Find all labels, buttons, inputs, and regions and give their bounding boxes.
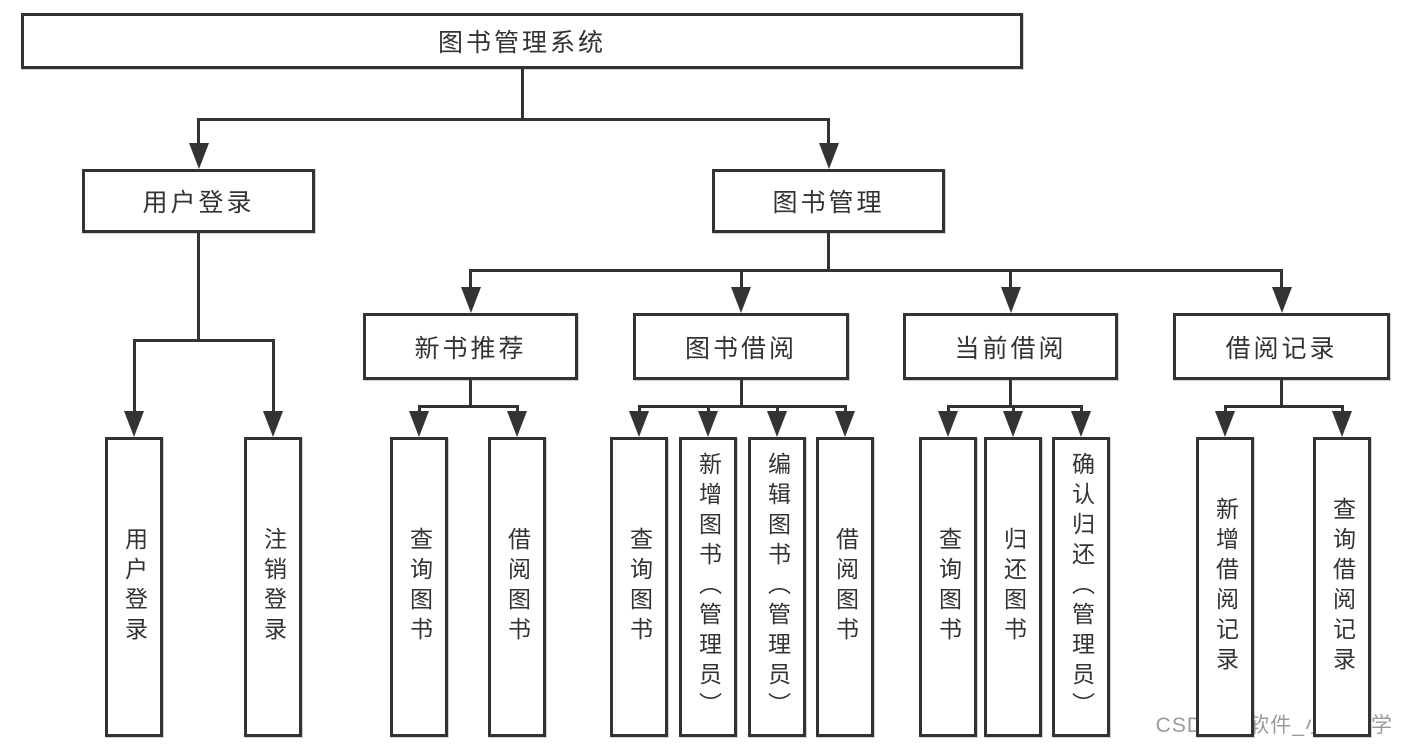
- node-user-login: 用户登录: [82, 169, 315, 233]
- connector-line: [1009, 380, 1012, 406]
- node-label-root: 图书管理系统: [437, 29, 606, 57]
- connector-line: [1011, 406, 1015, 413]
- connector-line: [1280, 380, 1283, 406]
- connector-line: [417, 404, 519, 408]
- node-label-leaf-add-borrow-record: 新增借阅记录: [1212, 497, 1239, 677]
- arrowhead-down-icon: [188, 143, 209, 169]
- connector-line: [946, 406, 950, 413]
- node-book-mgmt: 图书管理: [712, 169, 945, 233]
- connector-line: [1223, 406, 1227, 413]
- arrowhead-down-icon: [835, 411, 855, 437]
- arrowhead-down-icon: [124, 411, 144, 437]
- node-root: 图书管理系统: [21, 13, 1023, 69]
- node-borrow-records: 借阅记录: [1173, 313, 1390, 380]
- node-label-book-mgmt: 图书管理: [772, 189, 885, 217]
- connector-line: [417, 406, 421, 413]
- connector-line: [1340, 406, 1344, 413]
- connector-line: [132, 338, 275, 342]
- node-label-leaf-borrow-book-2: 借阅图书: [832, 527, 859, 647]
- node-label-leaf-query-book-1: 查询图书: [406, 527, 433, 647]
- arrowhead-down-icon: [818, 143, 839, 169]
- node-label-leaf-query-book-3: 查询图书: [935, 527, 962, 647]
- node-leaf-add-book-admin: 新增图书（管理员）: [679, 437, 737, 737]
- arrowhead-down-icon: [1000, 287, 1021, 313]
- arrowhead-down-icon: [698, 411, 718, 437]
- arrowhead-down-icon: [767, 411, 787, 437]
- arrowhead-down-icon: [1071, 411, 1091, 437]
- node-leaf-add-borrow-record: 新增借阅记录: [1196, 437, 1254, 737]
- node-label-new-book-rec: 新书推荐: [414, 334, 527, 363]
- connector-line: [469, 268, 1283, 272]
- node-label-leaf-user-login: 用户登录: [121, 527, 148, 647]
- connector-line: [197, 233, 200, 340]
- connector-line: [827, 119, 830, 145]
- node-new-book-rec: 新书推荐: [363, 313, 578, 380]
- connector-line: [637, 404, 847, 408]
- connector-line: [843, 406, 847, 413]
- arrowhead-down-icon: [507, 411, 527, 437]
- connector-line: [946, 404, 1083, 408]
- connector-line: [739, 270, 743, 289]
- arrowhead-down-icon: [731, 287, 751, 313]
- node-leaf-query-book-1: 查询图书: [390, 437, 448, 737]
- node-leaf-logout: 注销登录: [244, 437, 302, 737]
- arrowhead-down-icon: [1271, 287, 1292, 313]
- connector-line: [520, 69, 524, 119]
- node-leaf-query-borrow-record: 查询借阅记录: [1313, 437, 1371, 737]
- connector-line: [132, 340, 136, 413]
- connector-line: [469, 380, 472, 406]
- node-current-borrow: 当前借阅: [903, 313, 1118, 380]
- node-label-user-login: 用户登录: [142, 189, 255, 217]
- node-label-leaf-edit-book-admin: 编辑图书（管理员）: [764, 452, 791, 722]
- node-leaf-return-book: 归还图书: [984, 437, 1042, 737]
- node-book-borrow: 图书借阅: [633, 313, 849, 380]
- node-leaf-query-book-3: 查询图书: [919, 437, 977, 737]
- node-label-current-borrow: 当前借阅: [954, 334, 1067, 363]
- connector-line: [1223, 404, 1344, 408]
- connector-line: [469, 270, 472, 289]
- connector-line: [1009, 270, 1012, 289]
- node-label-leaf-add-book-admin: 新增图书（管理员）: [695, 452, 722, 722]
- node-leaf-user-login: 用户登录: [105, 437, 163, 737]
- node-label-book-borrow: 图书借阅: [684, 334, 797, 363]
- connector-line: [1079, 406, 1083, 413]
- arrowhead-down-icon: [629, 411, 649, 437]
- connector-line: [739, 380, 743, 406]
- node-label-borrow-records: 借阅记录: [1225, 334, 1338, 363]
- node-leaf-borrow-book-2: 借阅图书: [816, 437, 874, 737]
- arrowhead-down-icon: [938, 411, 958, 437]
- arrowhead-down-icon: [409, 411, 429, 437]
- node-leaf-edit-book-admin: 编辑图书（管理员）: [748, 437, 806, 737]
- node-label-leaf-logout: 注销登录: [260, 527, 287, 647]
- connector-line: [706, 406, 710, 413]
- node-leaf-borrow-book-1: 借阅图书: [488, 437, 546, 737]
- arrowhead-down-icon: [1003, 411, 1023, 437]
- connector-line: [637, 406, 641, 413]
- connector-line: [197, 117, 830, 121]
- node-label-leaf-query-book-2: 查询图书: [626, 527, 653, 647]
- node-label-leaf-confirm-return-admin: 确认归还（管理员）: [1068, 452, 1095, 722]
- connector-line: [515, 406, 519, 413]
- connector-line: [827, 233, 830, 270]
- arrowhead-down-icon: [460, 287, 481, 313]
- connector-line: [271, 340, 275, 413]
- connector-line: [775, 406, 779, 413]
- connector-line: [197, 119, 200, 145]
- node-leaf-query-book-2: 查询图书: [610, 437, 668, 737]
- node-label-leaf-return-book: 归还图书: [1000, 527, 1027, 647]
- connector-line: [1280, 270, 1283, 289]
- arrowhead-down-icon: [263, 411, 283, 437]
- node-leaf-confirm-return-admin: 确认归还（管理员）: [1052, 437, 1110, 737]
- arrowhead-down-icon: [1215, 411, 1235, 437]
- node-label-leaf-query-borrow-record: 查询借阅记录: [1329, 497, 1356, 677]
- node-label-leaf-borrow-book-1: 借阅图书: [504, 527, 531, 647]
- arrowhead-down-icon: [1332, 411, 1352, 437]
